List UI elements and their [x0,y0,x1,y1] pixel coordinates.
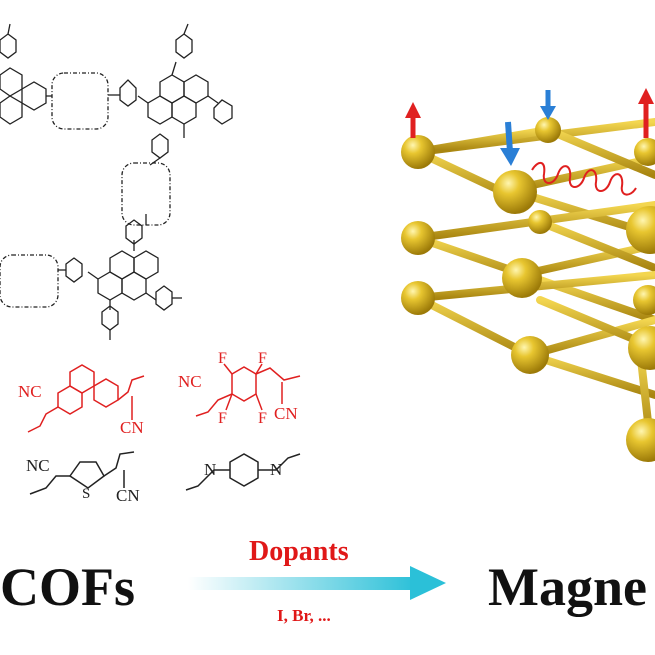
nitrogen-label: N [204,460,217,479]
phenyl-ring [125,219,143,245]
linker-label-cn: CN [120,418,144,437]
spin-up-arrow [405,102,421,138]
linker-label-cn: CN [274,404,298,423]
atom [633,285,655,315]
linker-tetrafluoro [195,363,301,417]
atom [626,206,655,254]
linker-azo [185,453,301,491]
pyrene-node-lower [87,240,159,310]
spin-up-arrow [638,88,654,138]
dopant-arrow[interactable] [188,566,446,600]
fluorine-label: F [258,350,267,367]
nitrogen-label: N [270,460,283,479]
atom [634,138,655,166]
atom [401,221,435,255]
spin-down-arrow [540,90,556,120]
pyrene-node-left [0,23,52,125]
phenyl-ring [213,99,233,125]
atom [511,336,549,374]
atom [401,135,435,169]
linker-placeholder-1 [51,72,109,130]
atom [401,281,435,315]
cofs-label: COFs [0,557,135,617]
linker-label-nc: NC [18,382,42,401]
fluorine-label: F [218,410,227,427]
dopant-examples-label: I, Br, ... [277,606,331,625]
phenyl-ring [155,285,173,311]
atom [535,117,561,143]
cof-framework [0,23,233,340]
atom [628,326,655,370]
linker-thiophene [29,451,135,495]
phenyl-ring [151,133,169,159]
dopant-helix [531,162,637,196]
phenyl-ring [119,79,137,107]
atom [493,170,537,214]
dopants-label: Dopants [249,536,349,567]
fluorine-label: F [218,350,227,367]
linker-label-nc: NC [178,372,202,391]
linker-label-cn: CN [116,486,140,505]
magnetic-lattice [401,88,655,462]
atom [626,418,655,462]
atom [502,258,542,298]
atom [528,210,552,234]
fluorine-label: F [258,410,267,427]
linker-placeholder-3 [0,254,59,308]
sulfur-label: S [82,486,91,502]
phenyl-ring [101,305,119,331]
phenyl-ring [65,257,83,283]
spin-down-arrow [500,121,520,166]
pyrene-node-upper [137,61,219,138]
phenyl-ring [175,33,193,59]
linker-naphthalene [27,364,145,433]
magnet-label: Magne [488,557,647,617]
linker-label-nc: NC [26,456,50,475]
